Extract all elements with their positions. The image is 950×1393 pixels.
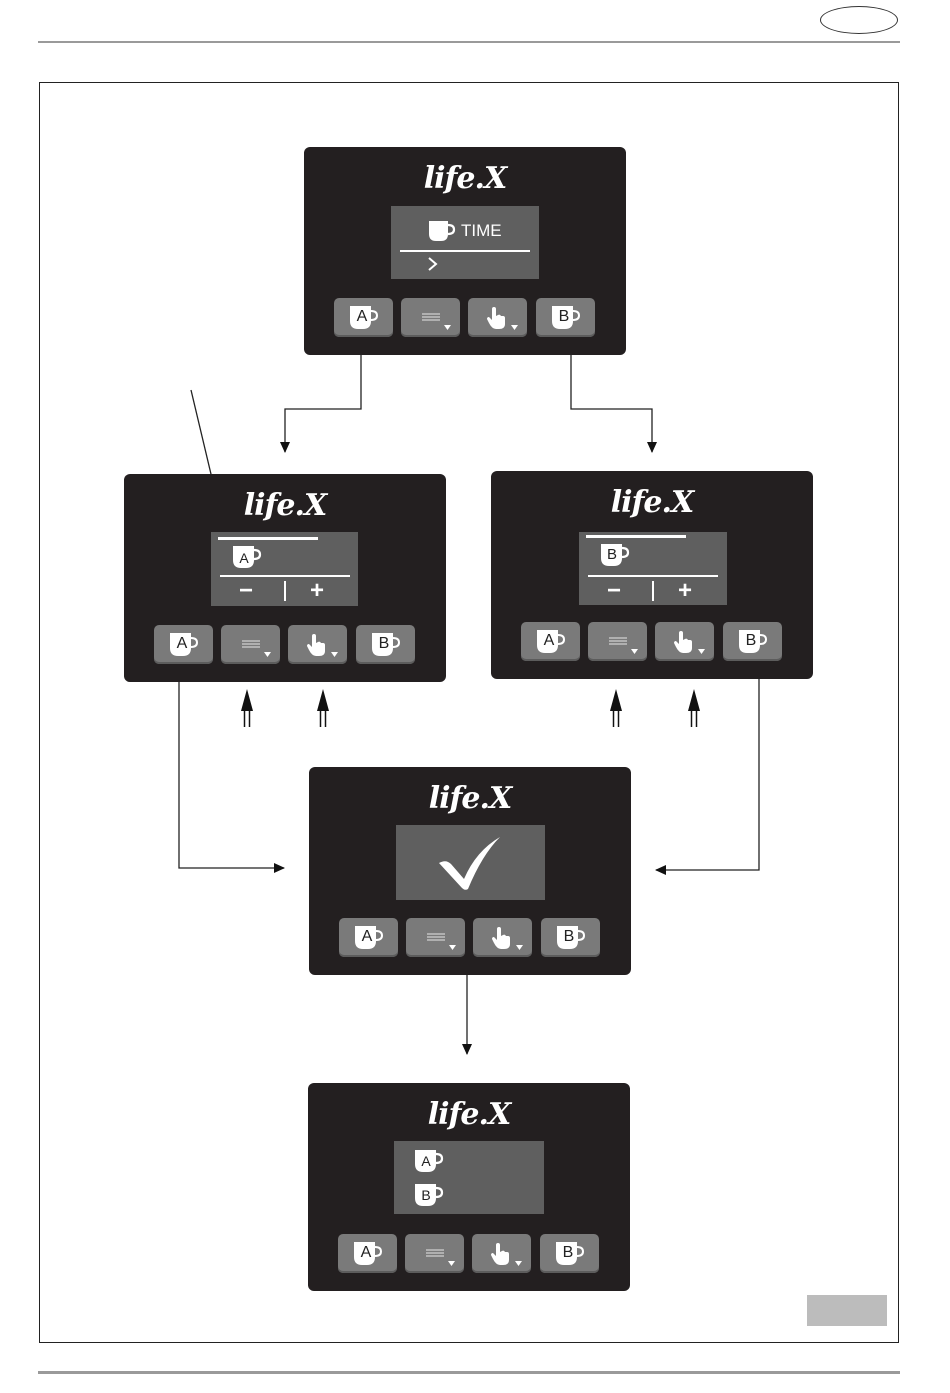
lifex-logo: life.X	[304, 161, 626, 197]
cup-b-letter: B	[742, 633, 760, 649]
cup-b-letter: B	[375, 636, 393, 652]
arrow-a-to-confirm	[179, 665, 284, 868]
display-screen: TIME	[391, 206, 539, 279]
cup-b-button[interactable]: B	[356, 625, 415, 664]
hand-button[interactable]	[288, 625, 347, 664]
progress-bar	[586, 535, 686, 538]
menu-button[interactable]	[406, 918, 465, 957]
press-arrows-a	[241, 689, 329, 727]
display-screen: A − +	[211, 532, 358, 606]
panel-confirm: life.X A B	[309, 767, 631, 975]
cup-a-button[interactable]: A	[334, 298, 393, 337]
plus-sign: +	[310, 579, 324, 603]
chevron-right-icon	[427, 256, 439, 272]
hand-icon	[473, 918, 532, 957]
panel-start: life.X TIME A B	[304, 147, 626, 355]
panel-buttons: A B	[154, 625, 416, 665]
panel-buttons: A B	[339, 918, 601, 958]
menu-button[interactable]	[221, 625, 280, 664]
hand-icon	[472, 1234, 531, 1273]
sign-separator	[284, 581, 286, 601]
cup-a-letter: A	[173, 636, 191, 652]
arrow-b-to-confirm	[656, 662, 759, 870]
cup-b-button[interactable]: B	[536, 298, 595, 337]
panel-cup-a: life.X A − + A B	[124, 474, 446, 682]
cup-a-button[interactable]: A	[338, 1234, 397, 1273]
panel-final: life.X A B A B	[308, 1083, 630, 1291]
screen-cup-b-letter: B	[417, 1187, 435, 1203]
cup-b-button[interactable]: B	[541, 918, 600, 957]
hand-button[interactable]	[468, 298, 527, 337]
panel-buttons: A B	[338, 1234, 600, 1274]
cup-a-button[interactable]: A	[339, 918, 398, 957]
menu-button[interactable]	[401, 298, 460, 337]
menu-button[interactable]	[405, 1234, 464, 1273]
cup-a-letter: A	[358, 929, 376, 945]
display-screen: A B	[394, 1141, 544, 1214]
sign-separator	[652, 581, 654, 601]
screen-time-label: TIME	[461, 222, 502, 240]
minus-sign: −	[239, 579, 253, 603]
lifex-logo: life.X	[308, 1097, 630, 1133]
hand-icon	[468, 298, 527, 337]
display-screen	[396, 825, 545, 900]
panel-buttons: A B	[521, 622, 783, 662]
hand-icon	[655, 622, 714, 661]
plus-sign: +	[678, 579, 692, 603]
menu-icon	[401, 298, 460, 337]
menu-icon	[221, 625, 280, 664]
screen-cup-a-letter: A	[417, 1153, 435, 1169]
hand-button[interactable]	[473, 918, 532, 957]
menu-button[interactable]	[588, 622, 647, 661]
cup-b-letter: B	[559, 1245, 577, 1261]
cup-a-letter: A	[353, 309, 371, 325]
hand-button[interactable]	[472, 1234, 531, 1273]
lifex-logo: life.X	[309, 781, 631, 817]
cup-b-button[interactable]: B	[540, 1234, 599, 1273]
panel-buttons: A B	[334, 298, 596, 338]
cup-a-button[interactable]: A	[521, 622, 580, 661]
cup-b-button[interactable]: B	[723, 622, 782, 661]
cup-icon	[427, 218, 457, 244]
menu-icon	[406, 918, 465, 957]
cup-b-letter: B	[555, 309, 573, 325]
menu-icon	[588, 622, 647, 661]
display-screen: B − +	[579, 532, 727, 605]
arrow-start-to-a	[285, 339, 361, 452]
cup-a-button[interactable]: A	[154, 625, 213, 664]
screen-divider	[400, 250, 530, 252]
lifex-logo: life.X	[491, 485, 813, 521]
hand-icon	[288, 625, 347, 664]
screen-cup-letter: A	[235, 550, 253, 566]
menu-icon	[405, 1234, 464, 1273]
progress-bar	[218, 537, 318, 540]
hand-button[interactable]	[655, 622, 714, 661]
cup-a-letter: A	[540, 633, 558, 649]
arrow-start-to-b	[571, 339, 652, 452]
press-arrows-b	[610, 689, 700, 727]
cup-b-letter: B	[560, 929, 578, 945]
checkmark-icon	[436, 833, 504, 891]
lifex-logo: life.X	[124, 488, 446, 524]
minus-sign: −	[607, 579, 621, 603]
cup-a-letter: A	[357, 1245, 375, 1261]
screen-cup-letter: B	[603, 547, 621, 563]
panel-cup-b: life.X B − + A B	[491, 471, 813, 679]
